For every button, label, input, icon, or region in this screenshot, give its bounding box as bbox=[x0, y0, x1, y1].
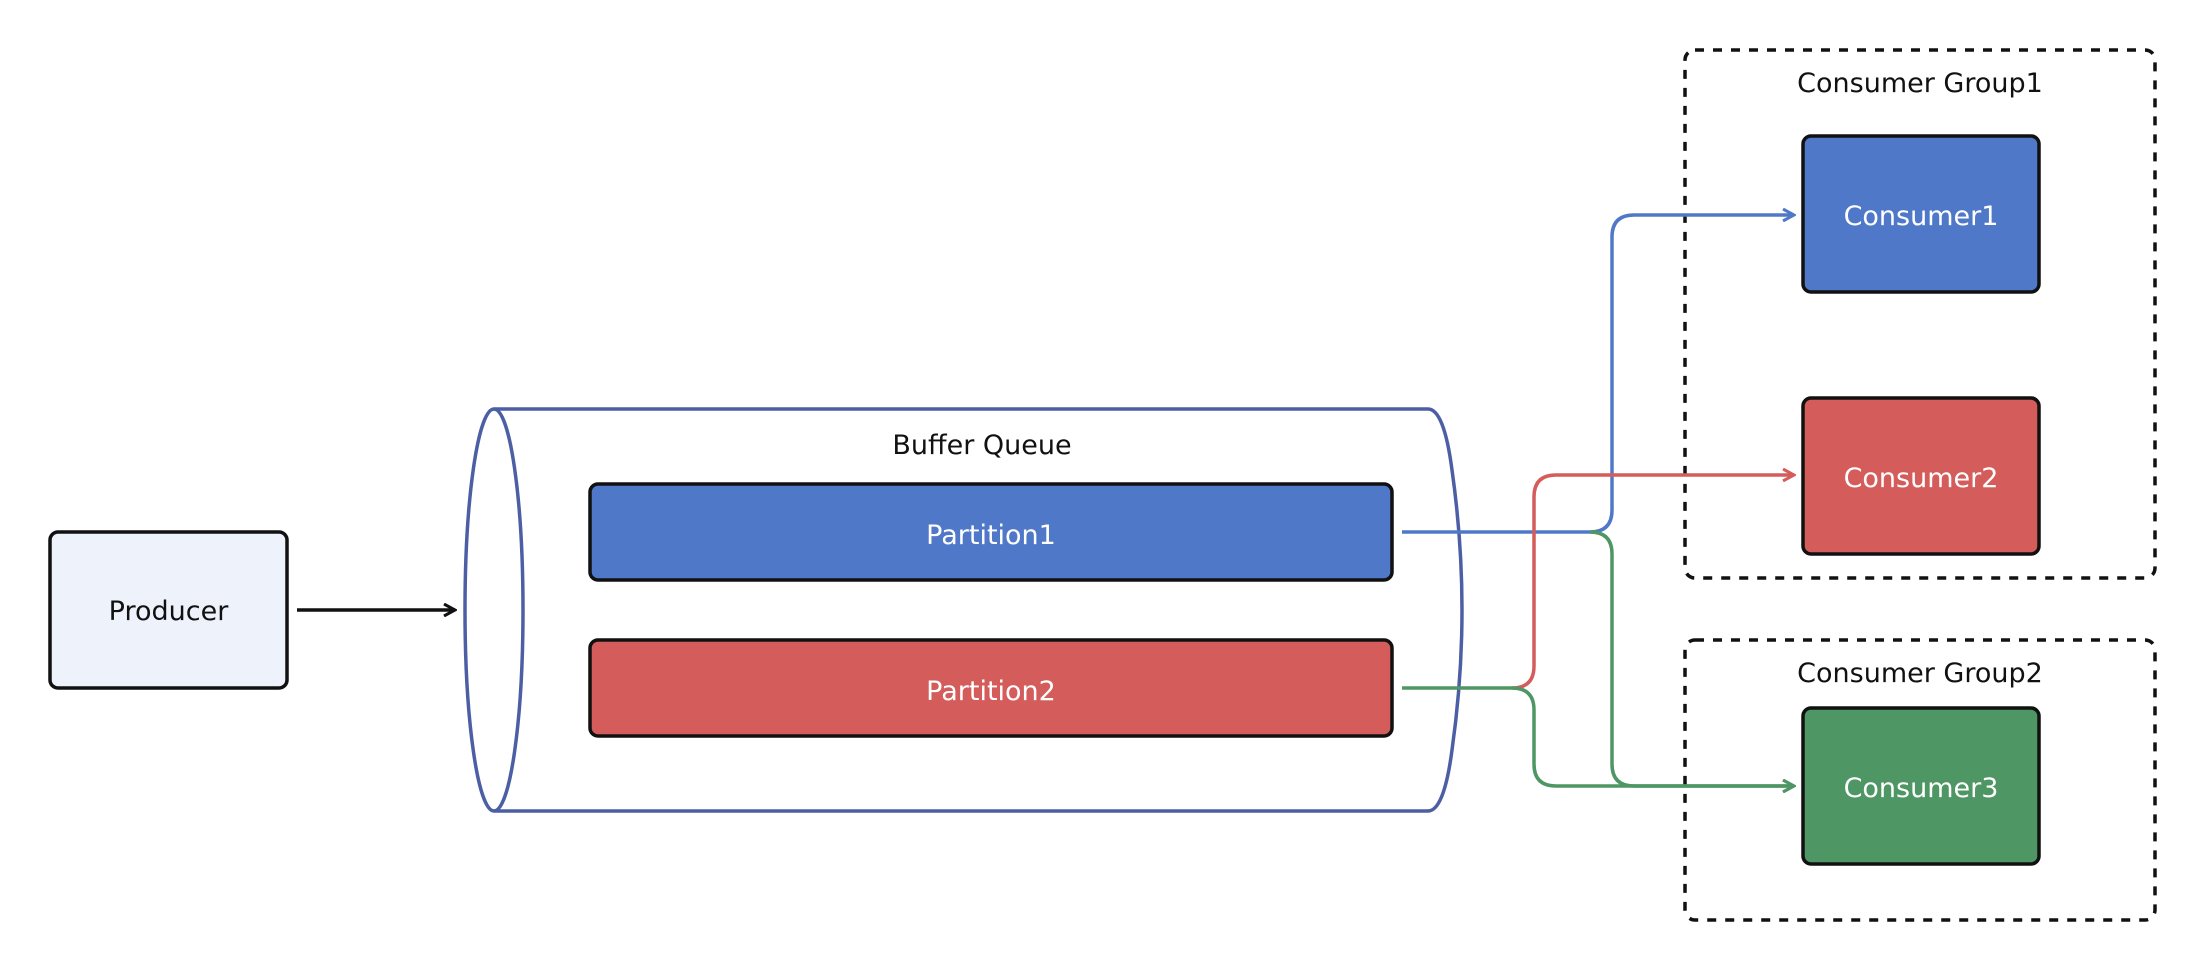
partition-2-label: Partition2 bbox=[926, 676, 1056, 707]
consumer-3-label: Consumer3 bbox=[1844, 773, 1999, 804]
consumer-1-label: Consumer1 bbox=[1844, 201, 1999, 232]
consumer-group-2-label: Consumer Group2 bbox=[1797, 658, 2043, 689]
consumer-2-label: Consumer2 bbox=[1844, 463, 1999, 494]
consumer-group-2-box bbox=[1683, 638, 2157, 922]
consumer-group-1-box bbox=[1683, 48, 2157, 580]
partition1-to-consumer3-arrow bbox=[1589, 530, 1794, 786]
producer-node[interactable] bbox=[48, 530, 289, 690]
buffer-queue-cylinder bbox=[494, 407, 1464, 813]
partition-2[interactable] bbox=[588, 638, 1394, 738]
consumer-2[interactable] bbox=[1801, 396, 2041, 556]
partition1-to-consumer1-arrow bbox=[1402, 215, 1794, 534]
partition2-to-consumer3-arrow bbox=[1402, 686, 1794, 786]
buffer-queue-label: Buffer Queue bbox=[892, 430, 1071, 461]
producer-label: Producer bbox=[109, 596, 230, 627]
partition-1[interactable] bbox=[588, 482, 1394, 582]
consumer-1[interactable] bbox=[1801, 134, 2041, 294]
buffer-queue-cylinder-cap bbox=[463, 407, 525, 813]
partition-1-label: Partition1 bbox=[926, 520, 1056, 551]
consumer-3[interactable] bbox=[1801, 706, 2041, 866]
partition2-to-consumer2-arrow bbox=[1511, 475, 1794, 690]
consumer-group-1-label: Consumer Group1 bbox=[1797, 68, 2043, 99]
